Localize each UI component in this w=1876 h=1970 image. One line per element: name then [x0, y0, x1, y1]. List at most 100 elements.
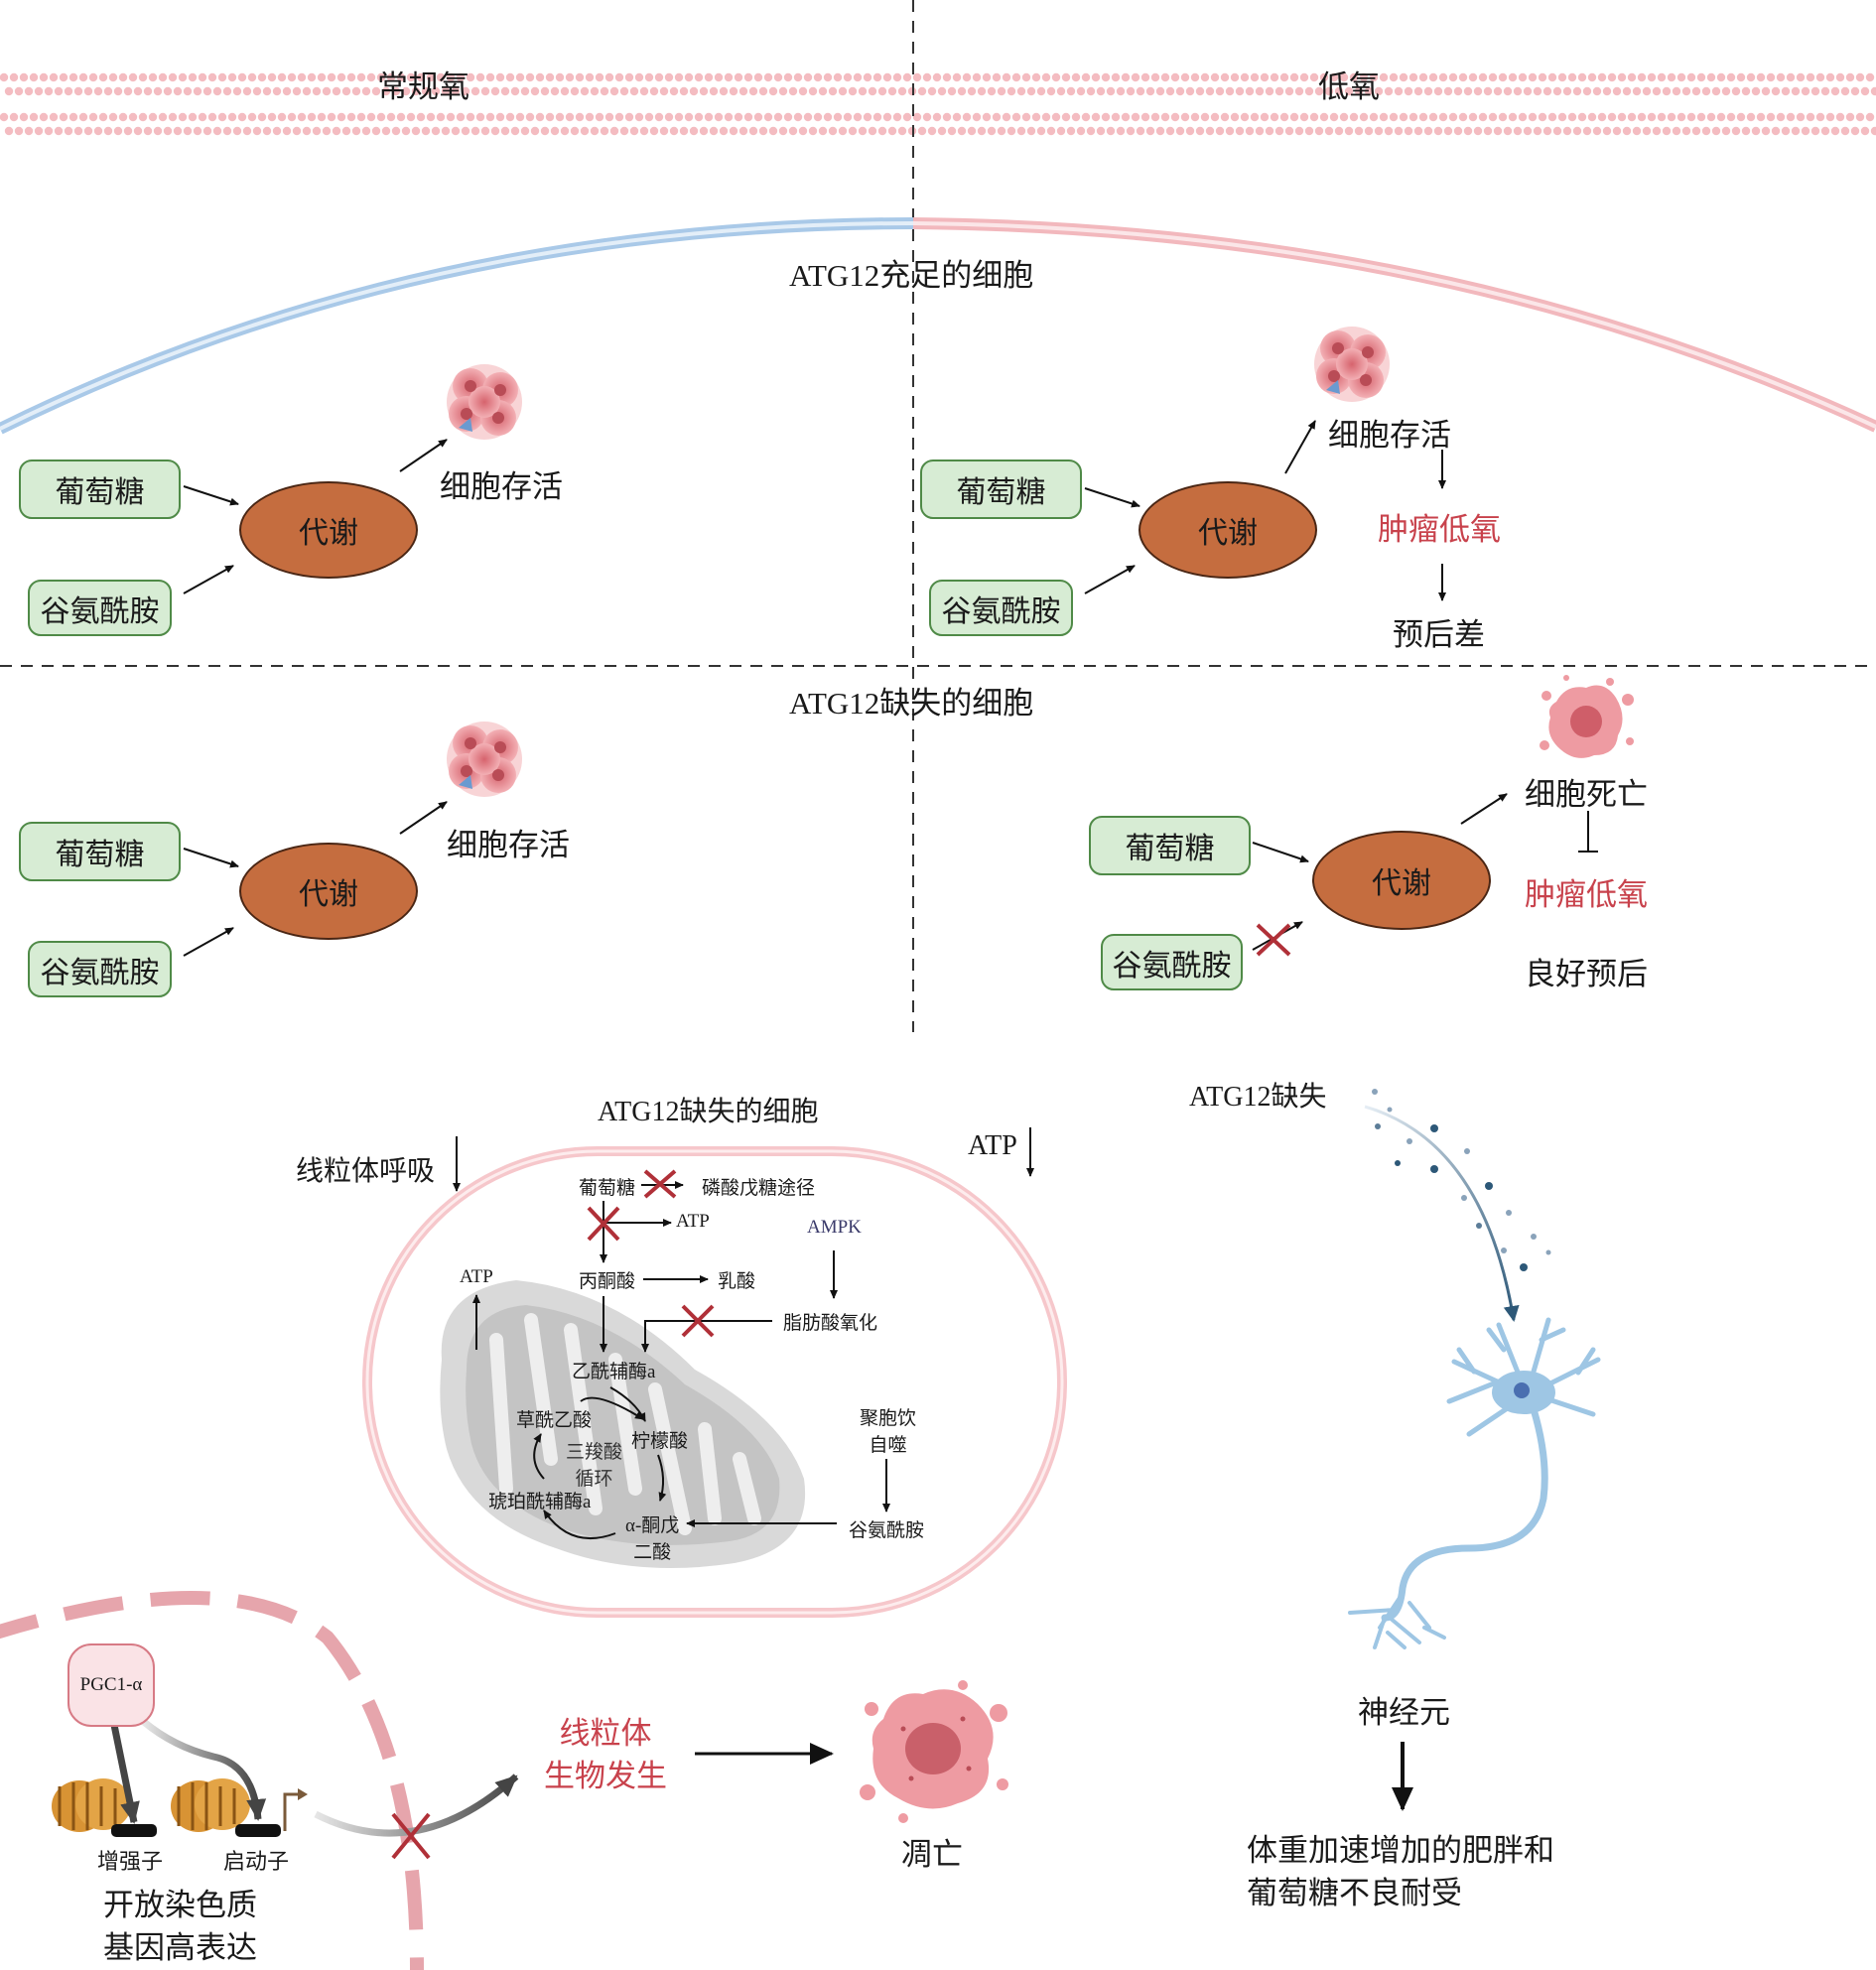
normoxia-cell-membrane-inner	[0, 221, 914, 431]
enhancer-label: 增强子	[97, 1849, 164, 1874]
mito-biogenesis-label-line: 线粒体	[559, 1716, 652, 1751]
mito-biogenesis-label: 线粒体生物发生	[544, 1712, 667, 1797]
alpha-ketoglutarate-label-line: 二酸	[633, 1542, 672, 1563]
neuron-label: 神经元	[1358, 1695, 1450, 1730]
glutamine-box: 谷氨酰胺	[929, 580, 1073, 636]
glutamine-box: 谷氨酰胺	[28, 580, 172, 636]
macropinocytosis-label-line: 自噬	[869, 1435, 907, 1456]
cell-survival-label: 细胞存活	[440, 469, 563, 504]
macropinocytosis-label: 聚胞饮自噬	[860, 1403, 916, 1457]
tca-cycle-label-line: 循环	[575, 1469, 613, 1490]
arrow	[183, 927, 234, 957]
chromatin-caption: 开放染色质基因高表达	[103, 1884, 257, 1969]
pgc1a-to-promoter-arrow	[141, 1719, 267, 1821]
succinyl-coa-label: 琥珀酰辅酶a	[488, 1492, 592, 1512]
biogenesis-arrow	[314, 1773, 519, 1837]
good-prognosis-label: 良好预后	[1525, 957, 1648, 991]
block-x-icon	[587, 1206, 620, 1242]
glucose-box: 葡萄糖	[19, 460, 181, 519]
enhancer-element	[111, 1824, 157, 1837]
citrate-label: 柠檬酸	[631, 1431, 689, 1452]
tca-arrow	[543, 1510, 616, 1540]
nucleosome-icon	[171, 1778, 250, 1832]
hypoxia-label: 低氧	[1318, 69, 1380, 104]
pyruvate-label: 丙酮酸	[579, 1271, 636, 1292]
block-x-icon	[1256, 923, 1291, 957]
alpha-ketoglutarate-label: α-酮戊二酸	[625, 1510, 679, 1564]
mito-biogenesis-label-line: 生物发生	[544, 1759, 667, 1793]
atg12-deficient-label: ATG12缺失的细胞	[789, 686, 1034, 721]
glutamine-box: 谷氨酰胺	[1101, 934, 1243, 990]
pgc1a-box: PGC1-α	[67, 1643, 155, 1727]
acetyl-coa-label: 乙酰辅酶a	[572, 1362, 656, 1382]
metabolism-oval: 代谢	[1312, 831, 1491, 930]
macropinocytosis-label-line: 聚胞饮	[860, 1408, 917, 1429]
neuron-icon	[1348, 1317, 1601, 1649]
arrow	[1084, 487, 1140, 508]
glucose-box: 葡萄糖	[1089, 816, 1251, 875]
tca-arrow	[580, 1396, 644, 1420]
arrow	[1284, 420, 1316, 474]
transcription-start-arrowhead	[298, 1788, 308, 1800]
dying-cell-icon	[1540, 675, 1634, 758]
hypoxia-cell-membrane-inner	[912, 221, 1876, 429]
cell-survival-label: 细胞存活	[1328, 418, 1451, 453]
chromatin-caption-line: 基因高表达	[103, 1930, 257, 1965]
pgc1a-to-enhancer-arrow	[110, 1724, 140, 1824]
cell-survival-label: 细胞存活	[447, 828, 570, 862]
promoter-element	[235, 1824, 281, 1837]
tca-arrow	[533, 1433, 545, 1480]
signal-arrow	[1364, 1105, 1520, 1322]
lactate-label: 乳酸	[718, 1271, 756, 1292]
surviving-cell-cluster-icon	[447, 364, 522, 440]
arrow	[399, 439, 448, 472]
oxaloacetate-label: 草酰乙酸	[516, 1410, 593, 1431]
metabolism-oval: 代谢	[239, 843, 418, 940]
nucleosome-icon	[52, 1778, 131, 1832]
arrow	[183, 565, 234, 594]
ampk-label: AMPK	[807, 1217, 862, 1238]
metabolism-oval: 代谢	[1139, 481, 1317, 579]
promoter-label: 启动子	[223, 1849, 290, 1874]
block-x-icon	[681, 1304, 715, 1338]
obesity-outcome-line: 体重加速增加的肥胖和	[1247, 1833, 1554, 1868]
apoptosis-label: 凋亡	[901, 1837, 963, 1872]
arrow	[1460, 793, 1508, 825]
arrow	[1084, 565, 1136, 594]
tca-arrow	[657, 1454, 667, 1502]
atp-glycolysis-label: ATP	[676, 1211, 710, 1232]
pentose-phosphate-label: 磷酸戊糖途径	[702, 1178, 816, 1199]
glutamine-box: 谷氨酰胺	[28, 941, 172, 997]
obesity-outcome-line: 葡萄糖不良耐受	[1247, 1876, 1462, 1910]
tca-cycle-label-line: 三羧酸	[566, 1442, 623, 1463]
block-x-icon	[391, 1812, 431, 1860]
tca-cycle-label: 三羧酸循环	[566, 1437, 622, 1491]
normoxia-label: 常规氧	[377, 69, 469, 104]
arrow	[641, 1320, 772, 1353]
obesity-outcome-caption: 体重加速增加的肥胖和葡萄糖不良耐受	[1247, 1829, 1554, 1914]
glutamine-label: 谷氨酰胺	[849, 1520, 925, 1541]
atg12-loss-label: ATG12缺失	[1189, 1082, 1327, 1113]
signal-dots	[1372, 1089, 1551, 1271]
nuclear-envelope	[0, 1591, 424, 1970]
arrow	[1252, 842, 1309, 863]
glucose-box: 葡萄糖	[19, 822, 181, 881]
mito-panel-title: ATG12缺失的细胞	[598, 1097, 819, 1127]
block-x-icon	[643, 1169, 677, 1199]
arrow	[183, 848, 239, 868]
tumor-hypoxia-label: 肿瘤低氧	[1525, 877, 1648, 912]
atp-mito-label: ATP	[460, 1266, 493, 1287]
metabolism-oval: 代谢	[239, 481, 418, 579]
surviving-cell-cluster-icon	[1314, 327, 1390, 402]
glucose-box: 葡萄糖	[920, 460, 1082, 519]
glucose-label: 葡萄糖	[579, 1178, 636, 1199]
hypoxia-cell-membrane	[912, 217, 1876, 433]
apoptotic-cell-icon	[860, 1680, 1008, 1823]
arrow	[183, 485, 239, 506]
atg12-sufficient-label: ATG12充足的细胞	[789, 258, 1034, 293]
arrow	[399, 801, 448, 835]
mito-respiration-label: 线粒体呼吸	[296, 1156, 436, 1187]
alpha-ketoglutarate-label-line: α-酮戊	[625, 1515, 680, 1536]
chromatin-caption-line: 开放染色质	[103, 1888, 257, 1922]
